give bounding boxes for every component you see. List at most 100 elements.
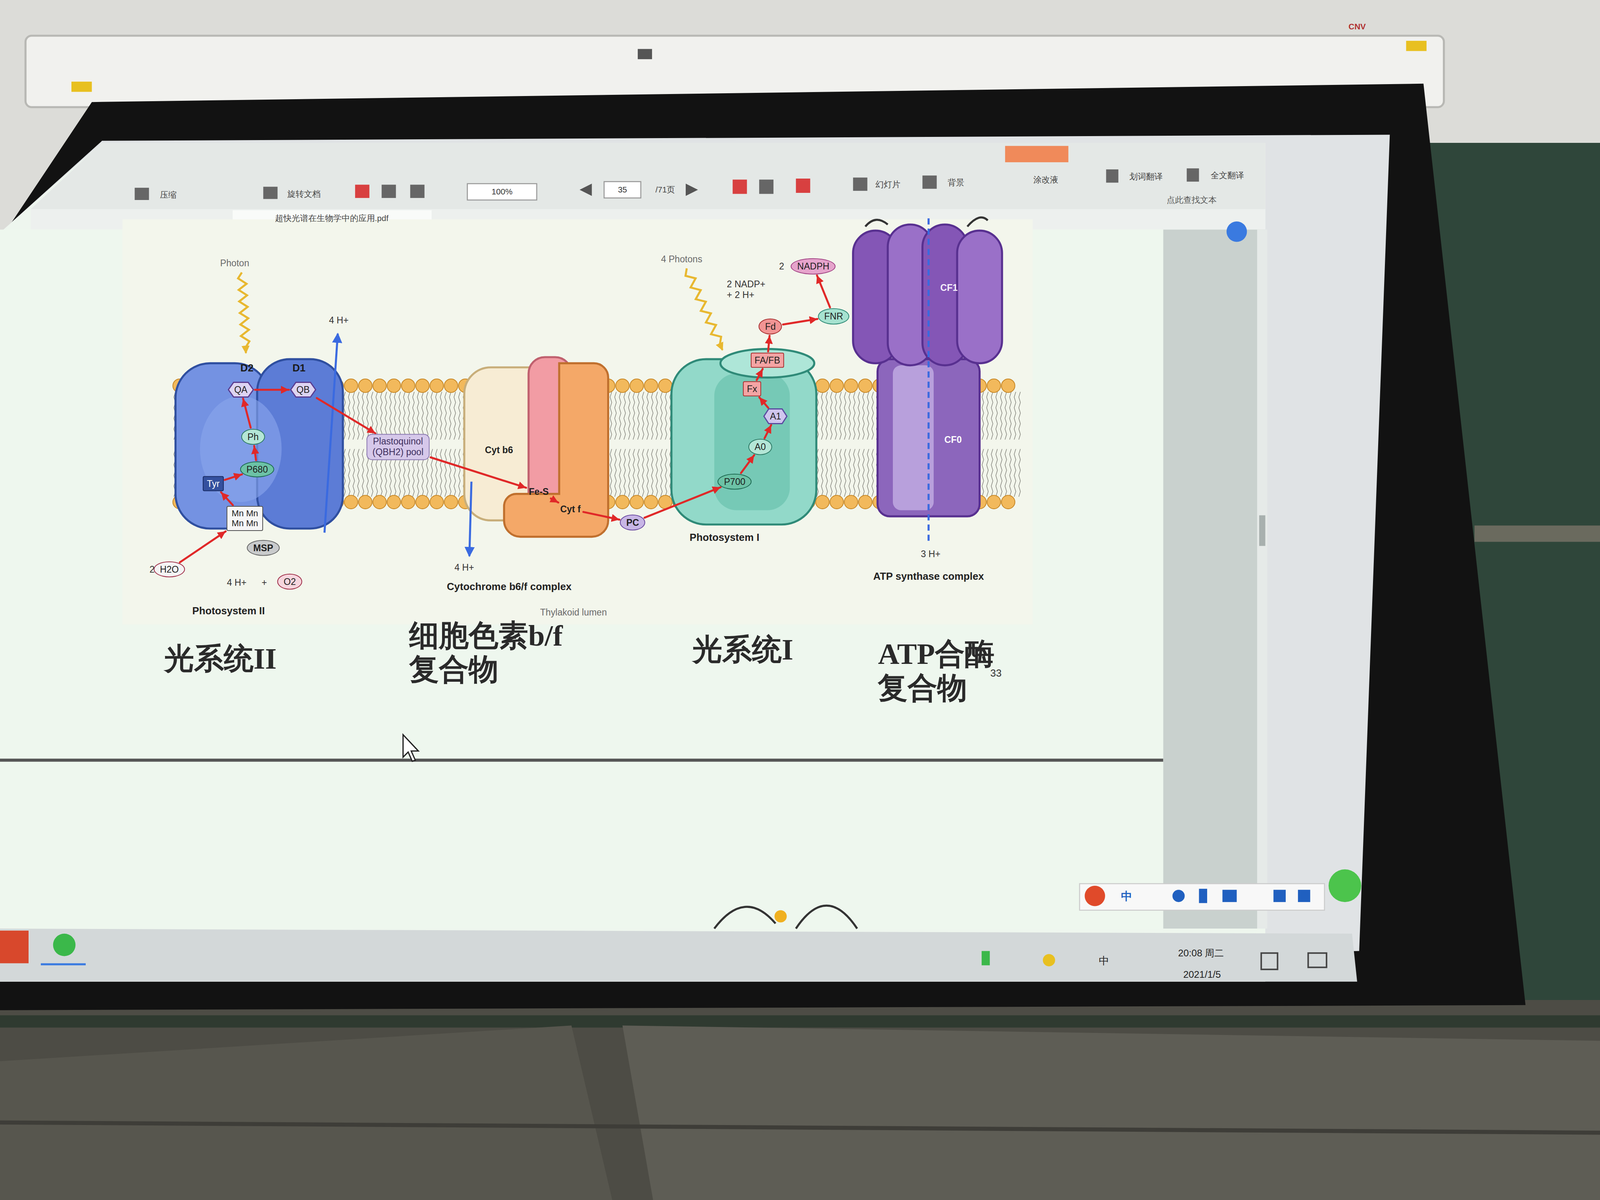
lipid-head [844, 495, 858, 509]
node-text: NADPH [797, 261, 830, 272]
lipid-tail [871, 391, 874, 440]
lipid-head [415, 378, 430, 393]
proton-label: 4 H+ [226, 577, 247, 589]
electron-flow-arrow [583, 511, 620, 520]
lipid-tail [632, 448, 635, 497]
lipid-tail [614, 448, 617, 497]
stoichiometry: 2 [778, 261, 785, 272]
toolbar-button: 涂改液 [1033, 175, 1059, 185]
lipid-tail [440, 448, 442, 497]
proton-label: 3 H+ [920, 548, 941, 560]
atp-synthase [927, 218, 930, 543]
lipid-tail [628, 448, 631, 497]
app-window [796, 178, 811, 193]
lipid-tail [348, 448, 350, 497]
lipid-tail [453, 448, 456, 497]
lipid-tail [982, 448, 984, 497]
app-window [1042, 953, 1056, 967]
lipid-head [344, 378, 358, 393]
photon-wave [685, 268, 723, 350]
lipid-head [987, 495, 1001, 509]
lipid-tail [862, 391, 865, 440]
lipid-tail [830, 391, 833, 440]
lipid-tail [449, 391, 451, 440]
electron-flow-arrow [255, 388, 289, 391]
lipid-tail [655, 391, 658, 440]
lipid-tail [357, 391, 360, 440]
photosystem-ii [324, 333, 338, 533]
room [0, 1000, 1600, 1200]
lipid-tail [366, 391, 369, 440]
screen-frame [0, 83, 1526, 1011]
lipid-tail [352, 448, 355, 497]
lipid-tail [839, 448, 842, 497]
brand-text: CNV [1348, 21, 1366, 32]
lipid-tail [665, 391, 667, 440]
document-tab: 超快光谱在生物学中的应用.pdf [275, 213, 389, 224]
lipid-tail [642, 391, 644, 440]
lipid-head [401, 495, 416, 509]
toolbar-button: 全文翻译 [1210, 170, 1245, 181]
complex-name: Photosystem II [192, 605, 266, 618]
app-window [1084, 885, 1105, 906]
app-window [853, 177, 868, 191]
app-window [1261, 953, 1278, 970]
electron-flow-arrow [179, 531, 226, 563]
lipid-tail [1009, 391, 1012, 440]
app-window [30, 142, 1266, 210]
lipid-tail [660, 448, 663, 497]
cytochrome-complex [469, 481, 472, 557]
page-field: 35 [617, 184, 627, 195]
lipid-head [415, 495, 430, 509]
lipid-tail [825, 391, 828, 440]
lipid-tail [844, 391, 847, 440]
app-window [1172, 889, 1185, 902]
stoichiometry: 2 [149, 564, 155, 575]
lipid-tail [991, 391, 993, 440]
reaction-center: P700 [717, 473, 752, 490]
lipid-tail [1009, 448, 1012, 497]
app-window [1308, 953, 1327, 968]
node-text: PC [626, 517, 639, 528]
app-window [381, 184, 397, 198]
msp-ellipse: MSP [246, 540, 280, 557]
lipid-tail [857, 448, 860, 497]
app-window [1259, 515, 1266, 547]
app-window [1273, 889, 1286, 902]
complex-name: ATP synthase complex [873, 570, 984, 583]
projector-housing [637, 48, 652, 60]
electron-flow-arrow [550, 498, 559, 503]
app-window [0, 928, 1358, 982]
lipid-tail [623, 448, 626, 497]
lipid-tail [453, 391, 456, 440]
nadph-ellipse: NADPH [790, 258, 836, 275]
electron-flow-arrow [740, 455, 754, 474]
node-text: CF1 [940, 282, 958, 294]
lipid-tail [426, 391, 429, 440]
app-window [1105, 169, 1119, 183]
lipid-tail [348, 391, 350, 440]
node-text: Fe-S [528, 486, 549, 498]
app-window [1298, 889, 1311, 902]
atp-synthase [853, 217, 1002, 543]
lipid-tail [389, 391, 392, 440]
electron-flow-arrow [316, 398, 376, 434]
cf1-label: CF1 [938, 281, 960, 295]
complex-name: Cytochrome b6/f complex [446, 580, 572, 593]
proton-label: 4 H+ [454, 561, 475, 573]
node-text: Cyt b6 [484, 444, 514, 456]
lipid-head [630, 378, 644, 393]
lipid-tail [394, 391, 397, 440]
lipid-tail [821, 448, 824, 497]
app-window [0, 142, 1362, 982]
lipid-head [630, 495, 644, 509]
atp-synthase [865, 217, 989, 227]
screen-surface [0, 134, 1390, 982]
app-window [603, 181, 641, 199]
lipid-tail [982, 391, 984, 440]
lipid-head [644, 378, 658, 393]
lipid-tail [430, 391, 433, 440]
app-window [1222, 889, 1237, 902]
